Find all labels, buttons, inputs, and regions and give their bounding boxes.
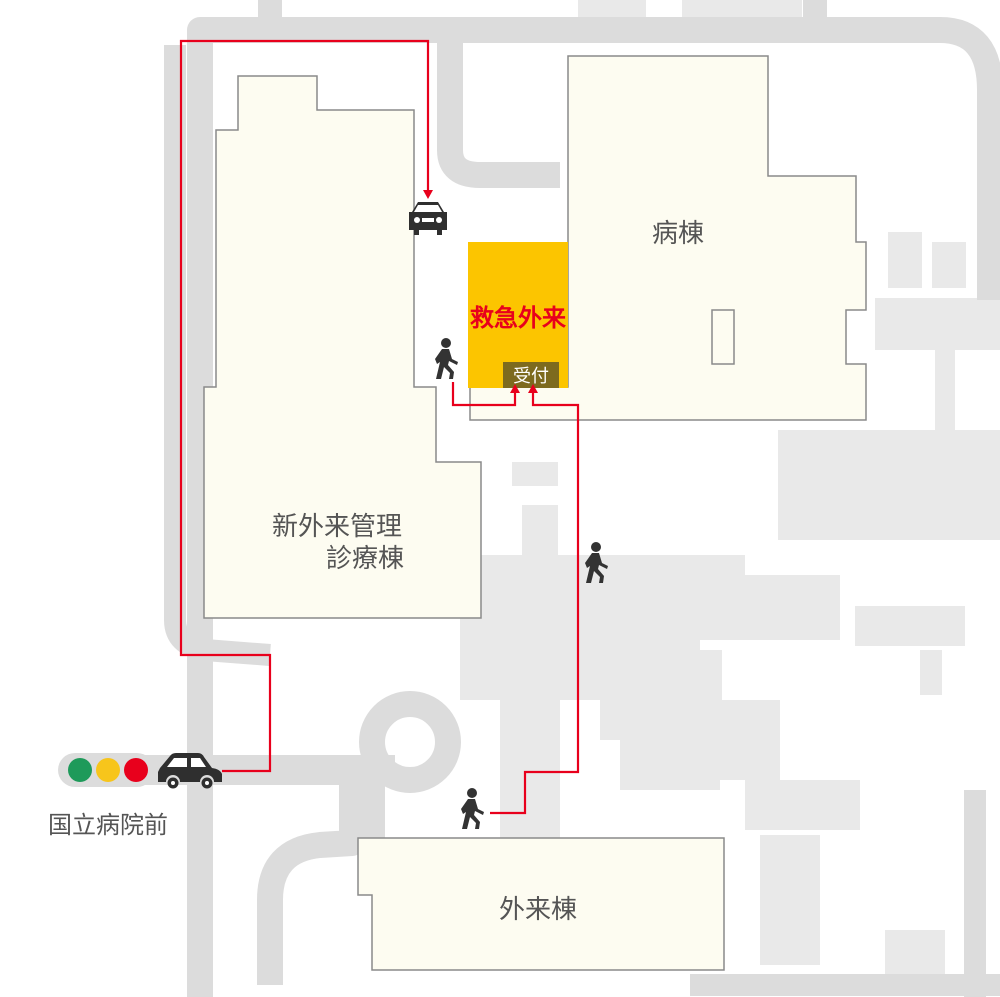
label-outpatient: 外来棟 [499,895,577,925]
traffic-light-yellow [96,758,120,782]
building-outpatient [357,837,725,971]
label-ward: 病棟 [652,219,704,249]
walk-route-north [451,382,517,407]
traffic-light-green [68,758,92,782]
route-arrowheads [423,190,538,393]
pedestrian-icon [585,542,608,583]
reception-box [503,362,559,388]
pedestrian-icon [461,788,484,829]
walk-route-south [490,392,580,815]
traffic-light [58,753,154,787]
label-emergency: 救急外来 [470,304,567,332]
roads [70,0,1000,997]
pedestrian-icon [435,338,458,379]
taxi-car-icon [158,753,222,789]
label-new-outpatient-line2: 診療棟 [326,544,404,574]
background-blocks [460,0,1000,980]
traffic-light-red [124,758,148,782]
ward-inner-block [711,309,735,365]
car-route [179,39,430,773]
building-ward [469,55,867,421]
label-bus-stop: 国立病院前 [48,811,168,839]
building-new-outpatient [203,75,482,619]
label-reception: 受付 [513,366,549,387]
route-lines [179,39,580,815]
label-new-outpatient-line1: 新外来管理 [272,512,402,542]
car-icon [409,202,447,235]
